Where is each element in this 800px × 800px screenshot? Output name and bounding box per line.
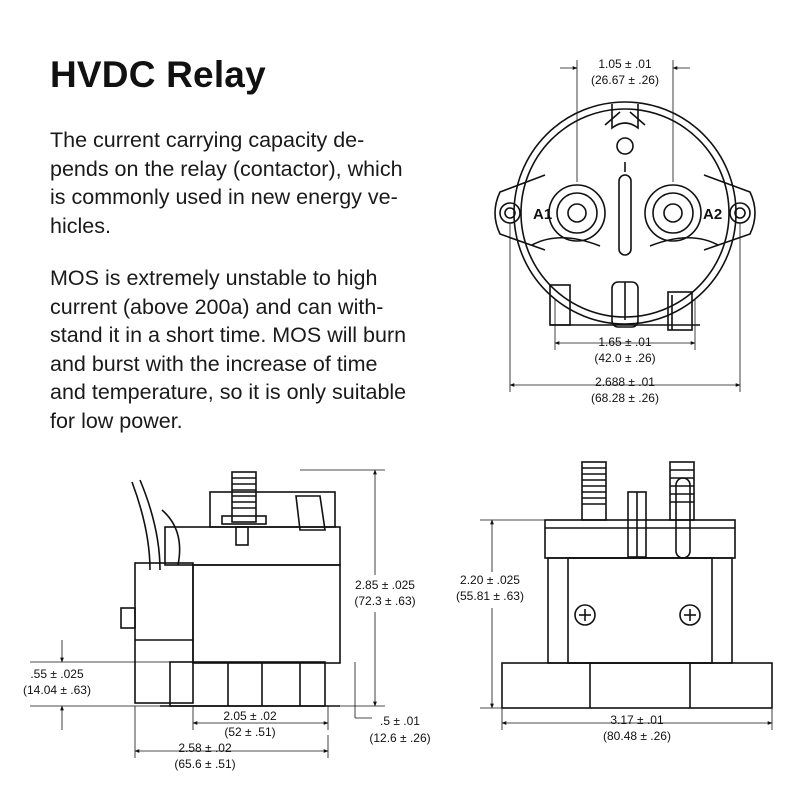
- terminal-a1: [548, 184, 606, 242]
- paragraph-line: is commonly used in new energy ve-: [50, 185, 398, 210]
- dim-base-height-metric: (14.04 ± .63): [23, 683, 91, 697]
- paragraph-line: for low power.: [50, 408, 183, 433]
- side-view-dimensions: [30, 469, 385, 758]
- dim-mount-spacing: 1.65 ± .01: [598, 335, 652, 349]
- dim-foot-height-metric: (12.6 ± .26): [369, 731, 430, 745]
- terminal-a2: [644, 184, 702, 242]
- mos-paragraph: MOS is extremely unstable to high curren…: [50, 264, 470, 436]
- paragraph-line: pends on the relay (contactor), which: [50, 156, 403, 181]
- dim-base-width: 2.58 ± .02: [178, 741, 232, 755]
- intro-paragraph: The current carrying capacity de- pends …: [50, 126, 470, 240]
- paragraph-line: stand it in a short time. MOS will burn: [50, 323, 407, 348]
- terminal-a1-label: A1: [533, 206, 552, 223]
- dim-flange-width-metric: (68.28 ± .26): [591, 391, 659, 405]
- terminal-a2-label: A2: [703, 206, 722, 223]
- paragraph-line: current (above 200a) and can with-: [50, 294, 384, 319]
- dim-foot-height: .5 ± .01: [380, 714, 420, 728]
- page-title: HVDC Relay: [50, 54, 266, 95]
- left-screw: [574, 604, 596, 626]
- dim-front-base-width-metric: (80.48 ± .26): [603, 729, 671, 743]
- dim-mount-spacing-metric: (42.0 ± .26): [594, 351, 655, 365]
- paragraph-line: MOS is extremely unstable to high: [50, 266, 378, 290]
- paragraph-line: The current carrying capacity de-: [50, 128, 365, 152]
- right-screw: [679, 604, 701, 626]
- paragraph-line: and temperature, so it is only suitable: [50, 380, 407, 405]
- dim-front-height: 2.20 ± .025: [460, 573, 520, 587]
- dim-terminal-spacing: 1.05 ± .01: [598, 57, 652, 71]
- right-flange: [703, 174, 756, 251]
- dim-front-base-width: 3.17 ± .01: [610, 713, 664, 727]
- side-view: [120, 471, 341, 707]
- dim-side-height: 2.85 ± .025: [355, 578, 415, 592]
- dim-body-width-metric: (52 ± .51): [224, 725, 275, 739]
- paragraph-line: and burst with the increase of time: [50, 351, 378, 376]
- dim-base-width-metric: (65.6 ± .51): [174, 757, 235, 771]
- dim-base-height: .55 ± .025: [30, 667, 84, 681]
- dim-front-height-metric: (55.81 ± .63): [456, 589, 524, 603]
- body-outline: [513, 101, 737, 325]
- top-view-dimensions: [509, 60, 741, 392]
- left-flange: [494, 174, 546, 251]
- dim-flange-width: 2.688 ± .01: [595, 375, 655, 389]
- front-view: [501, 461, 773, 709]
- dim-side-height-metric: (72.3 ± .63): [354, 594, 415, 608]
- paragraph-line: hicles.: [50, 213, 111, 238]
- dim-body-width: 2.05 ± .02: [223, 709, 277, 723]
- front-view-dimensions: [480, 519, 773, 730]
- dim-terminal-spacing-metric: (26.67 ± .26): [591, 73, 659, 87]
